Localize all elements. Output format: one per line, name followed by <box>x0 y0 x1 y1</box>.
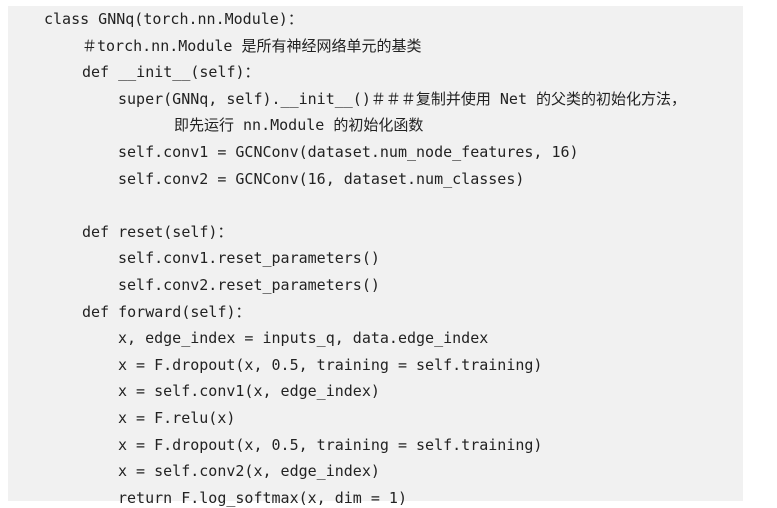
code-line: self.conv1 = GCNConv(dataset.num_node_fe… <box>118 143 579 161</box>
code-line: super(GNNq, self).__init__()＃＃＃复制并使用 Net… <box>118 89 687 108</box>
code-line: def forward(self)： <box>82 302 251 321</box>
code-line: self.conv2.reset_parameters() <box>118 276 380 294</box>
code-line: ＃torch.nn.Module 是所有神经网络单元的基类 <box>82 36 422 55</box>
code-line: def __init__(self)： <box>82 63 260 82</box>
code-line: x = F.dropout(x, 0.5, training = self.tr… <box>118 355 543 374</box>
code-line: return F.log_softmax(x, dim = 1) <box>118 488 407 507</box>
code-line: self.conv1.reset_parameters() <box>118 249 380 268</box>
code-line: x = F.relu(x) <box>118 409 236 427</box>
code-line: self.conv2 = GCNConv(16, dataset.num_cla… <box>118 169 525 188</box>
code-line: x, edge_index = inputs_q, data.edge_inde… <box>118 329 489 348</box>
code-line: x = F.dropout(x, 0.5, training = self.tr… <box>118 435 543 454</box>
code-line: class GNNq(torch.nn.Module)： <box>44 10 303 28</box>
code-line: def reset(self)： <box>82 222 233 241</box>
code-line: x = self.conv2(x, edge_index) <box>118 462 380 481</box>
code-block: class GNNq(torch.nn.Module)： ＃torch.nn.Mo… <box>8 6 743 507</box>
code-line: x = self.conv1(x, edge_index) <box>118 382 380 401</box>
code-line: 即先运行 nn.Module 的初始化函数 <box>174 116 424 135</box>
